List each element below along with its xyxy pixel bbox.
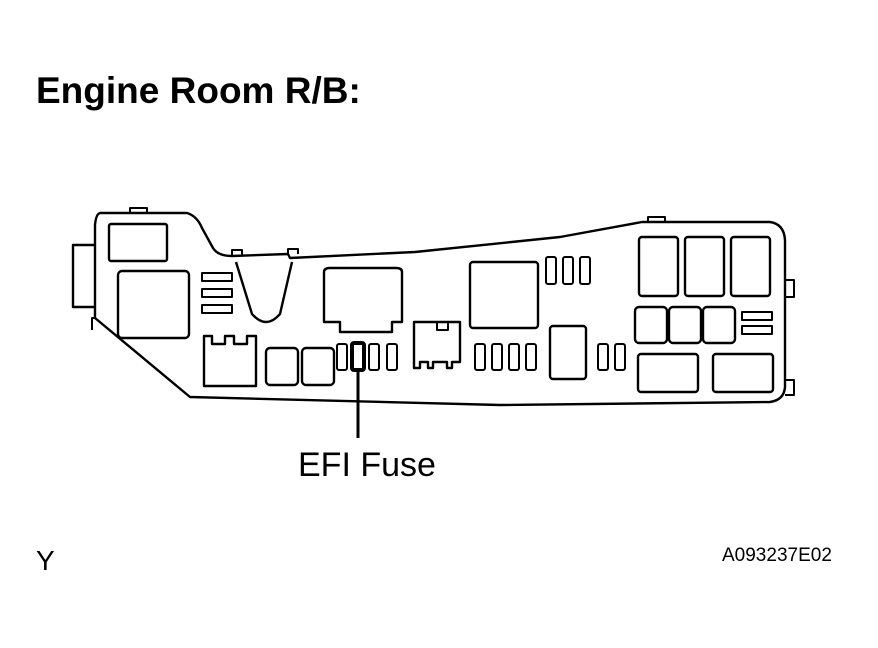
fuse-right-1 [597, 343, 609, 371]
fuse-mid-2 [491, 343, 503, 371]
relay-right-sq-3 [701, 305, 737, 345]
figure-id: A093237E02 [722, 545, 832, 566]
mini-fuse-left-3 [201, 304, 233, 314]
side-connector [71, 243, 95, 309]
notch-cutout [234, 261, 294, 324]
fuse-right-2 [614, 343, 626, 371]
right-clip-bottom [785, 379, 795, 396]
relay-large-left [116, 269, 191, 340]
fuse-mid-3 [508, 343, 520, 371]
fuse-top-2 [562, 256, 574, 285]
relay-bottom-right-1 [636, 352, 700, 394]
relay-center [322, 266, 404, 334]
bottom-left-connector [202, 334, 258, 388]
mini-fuse-right-1 [741, 311, 773, 321]
relay-small-b [300, 346, 336, 387]
fuse-mid-1 [474, 343, 486, 371]
relay-large-middle [468, 260, 540, 330]
efi-fuse [350, 341, 366, 372]
fuse-row-4 [386, 343, 398, 371]
fuse-row-1 [336, 343, 348, 371]
small-connector-notch [436, 322, 449, 331]
side-clip [91, 317, 95, 330]
fuse-top-3 [579, 256, 591, 285]
page-title: Engine Room R/B: [36, 70, 361, 111]
mini-fuse-left-2 [201, 288, 233, 298]
fuse-row-3 [368, 343, 380, 371]
fuse-top-1 [545, 256, 557, 285]
top-tab-mid-1 [231, 249, 243, 256]
view-letter: Y [36, 545, 55, 576]
mini-fuse-right-2 [741, 325, 773, 335]
relay-right-2 [683, 235, 726, 298]
relay-bottom-right-2 [711, 352, 775, 394]
relay-right-1 [637, 235, 680, 298]
efi-fuse-label: EFI Fuse [298, 446, 436, 484]
relay-small-a [264, 346, 300, 387]
top-tab-mid-2 [287, 248, 299, 254]
top-tab-left [129, 207, 148, 213]
small-connector [412, 320, 462, 370]
mini-fuse-left-1 [201, 272, 233, 282]
top-tab-right [647, 216, 666, 222]
relay-right-sq-1 [633, 305, 669, 345]
relay-right-3 [729, 235, 772, 298]
relay-top-left [107, 222, 169, 263]
relay-tall [548, 324, 588, 381]
relay-block-housing [93, 211, 787, 407]
right-clip-top [785, 279, 795, 298]
fuse-mid-4 [525, 343, 537, 371]
relay-right-sq-2 [667, 305, 703, 345]
